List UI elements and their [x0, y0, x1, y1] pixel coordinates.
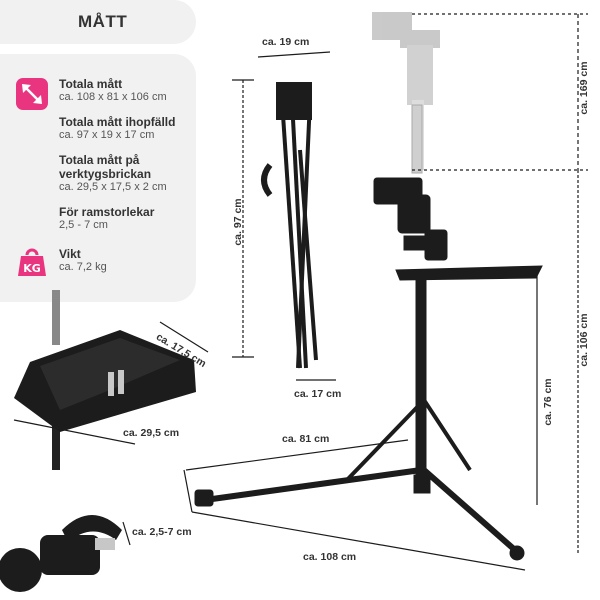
spec-total-size: Totala mått ca. 108 x 81 x 106 cm: [59, 77, 194, 104]
dim-clamp-range: ca. 2,5-7 cm: [132, 526, 192, 538]
spec-value: 2,5 - 7 cm: [59, 219, 108, 231]
spec-label: För ramstorlekar: [59, 205, 155, 219]
resize-arrow-icon: [16, 78, 48, 110]
dim-total-length: ca. 108 cm: [303, 551, 357, 563]
spec-label: Totala mått ihopfälld: [59, 115, 176, 129]
dim-tray-width: ca. 29,5 cm: [123, 427, 180, 439]
section-title: MÅTT: [78, 12, 128, 31]
weight-badge-text: KG: [23, 262, 41, 275]
spec-label: Vikt: [59, 247, 81, 261]
spec-tray-size: Totala mått på verktygsbrickan ca. 29,5 …: [59, 153, 194, 194]
spec-card: Totala mått ca. 108 x 81 x 106 cm Totala…: [0, 54, 196, 302]
folded-stand: [261, 82, 318, 369]
work-stand: [194, 177, 543, 561]
dim-leg-span: ca. 81 cm: [282, 433, 330, 445]
spec-frame-size: För ramstorlekar 2,5 - 7 cm: [59, 205, 194, 232]
dimension-lines: [13, 13, 588, 571]
max-height-ghost: [372, 12, 440, 170]
spec-value: ca. 7,2 kg: [59, 261, 107, 273]
tray-closeup: [14, 290, 196, 470]
dim-max-height: ca. 169 cm: [578, 61, 590, 115]
section-title-pill: MÅTT: [0, 0, 196, 44]
spec-folded-size: Totala mått ihopfälld ca. 97 x 19 x 17 c…: [59, 115, 194, 142]
extended-mast: [411, 104, 423, 174]
spec-value: ca. 29,5 x 17,5 x 2 cm: [59, 181, 167, 193]
spec-value: ca. 108 x 81 x 106 cm: [59, 91, 167, 103]
weight-kg-icon: KG: [16, 246, 48, 278]
spec-label: Totala mått: [59, 77, 123, 91]
dim-folded-depth: ca. 17 cm: [294, 388, 342, 400]
dim-stand-height: ca. 106 cm: [578, 313, 590, 367]
spec-weight: Vikt ca. 7,2 kg: [59, 247, 194, 274]
dim-tray-height: ca. 76 cm: [542, 378, 554, 426]
spec-value: ca. 97 x 19 x 17 cm: [59, 129, 155, 141]
spec-label: Totala mått på verktygsbrickan: [59, 153, 152, 181]
dim-folded-height: ca. 97 cm: [232, 198, 244, 246]
clamp-closeup: [0, 515, 122, 592]
dim-folded-width: ca. 19 cm: [262, 36, 310, 48]
